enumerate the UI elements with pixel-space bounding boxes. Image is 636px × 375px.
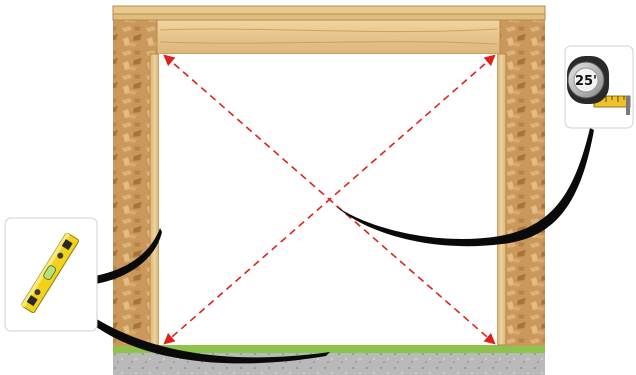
jack-stud-right	[496, 53, 507, 346]
header-beam	[156, 19, 501, 55]
double-top-plate	[112, 13, 546, 21]
level-pointer-lower	[95, 318, 330, 364]
header-grain	[159, 28, 498, 45]
level-callout	[4, 217, 98, 332]
sill-plate	[113, 345, 545, 353]
spirit-level-icon	[20, 232, 79, 314]
top-plate	[112, 5, 546, 15]
diagonal-line-b	[163, 54, 496, 345]
tape-measure-icon: 25'	[567, 56, 631, 115]
jack-stud-left	[149, 53, 160, 346]
tape-size-label: 25'	[575, 74, 597, 89]
tape-measure-callout: 25'	[564, 45, 634, 129]
osb-panel-right	[500, 6, 545, 346]
level-pointer-upper	[95, 228, 162, 284]
